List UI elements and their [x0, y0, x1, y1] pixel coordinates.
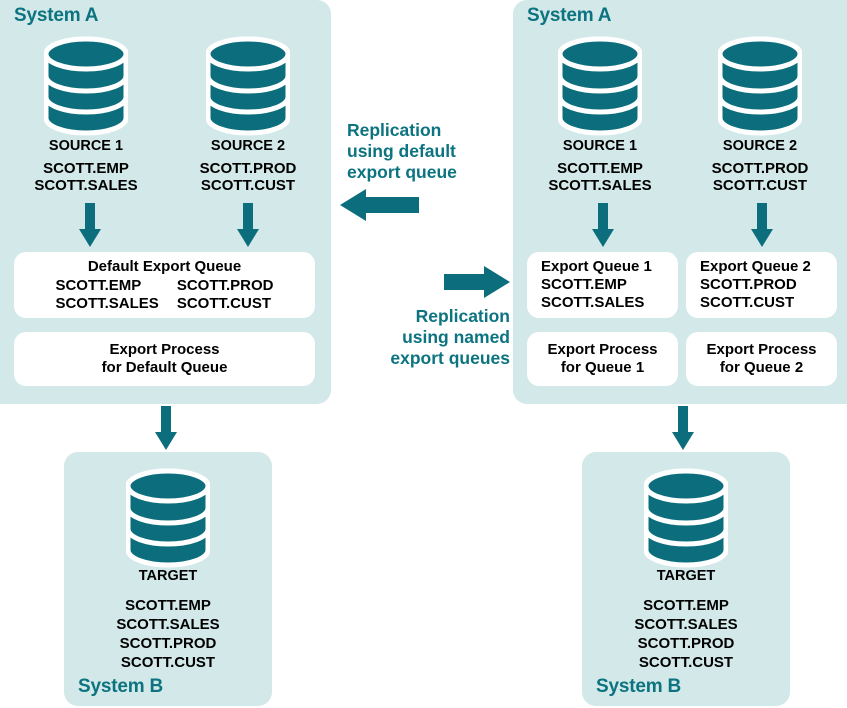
right-target-database-icon: [643, 468, 729, 568]
left-source-1-tables: SCOTT.EMP SCOTT.SALES: [34, 160, 138, 194]
left-target-database-icon: [125, 468, 211, 568]
left-export-process-line-2: for Default Queue: [101, 359, 228, 376]
right-target-tables: SCOTT.EMP SCOTT.SALES SCOTT.PROD SCOTT.C…: [634, 597, 738, 671]
left-source-2-database-icon: [205, 36, 291, 136]
right-export-queue-2-box: Export Queue 2 SCOTT.PROD SCOTT.CUST: [686, 252, 837, 318]
left-default-queue-col-2: SCOTT.PROD SCOTT.CUST: [176, 276, 274, 312]
left-export-process-line-1: Export Process: [109, 341, 220, 358]
left-system-b-label: System B: [78, 676, 163, 697]
left-arrow-process-to-system-b: [155, 406, 177, 450]
right-source-2-caption: SOURCE 2: [722, 138, 798, 154]
left-source-2-tables: SCOTT.PROD SCOTT.CUST: [199, 160, 297, 194]
right-arrow-source2-to-queue2: [751, 203, 773, 247]
right-source-2-tables: SCOTT.PROD SCOTT.CUST: [711, 160, 809, 194]
right-source-1-caption: SOURCE 1: [562, 138, 638, 154]
right-export-queue-1-tables: SCOTT.EMP SCOTT.SALES: [541, 276, 645, 311]
right-export-process-2-line-1: Export Process: [706, 341, 817, 358]
center-arrow-right: [444, 266, 510, 298]
left-export-process-box: Export Process for Default Queue: [14, 332, 315, 386]
center-label-named-queues: Replication using named export queues: [390, 306, 510, 368]
right-export-queue-1-title: Export Queue 1: [541, 258, 652, 275]
left-source-2-caption: SOURCE 2: [210, 138, 286, 154]
left-target-tables: SCOTT.EMP SCOTT.SALES SCOTT.PROD SCOTT.C…: [116, 597, 220, 671]
right-export-queue-2-title: Export Queue 2: [700, 258, 811, 275]
center-arrow-left: [340, 189, 419, 221]
right-export-process-1-line-2: for Queue 1: [560, 359, 645, 376]
left-source-1-database-icon: [43, 36, 129, 136]
right-system-b-label: System B: [596, 676, 681, 697]
right-export-process-2-box: Export Process for Queue 2: [686, 332, 837, 386]
left-target-caption: TARGET: [138, 568, 198, 584]
right-source-1-database-icon: [557, 36, 643, 136]
right-arrow-process-to-system-b: [672, 406, 694, 450]
right-target-caption: TARGET: [656, 568, 716, 584]
left-default-queue-col-1: SCOTT.EMP SCOTT.SALES: [55, 276, 159, 312]
right-export-process-1-line-1: Export Process: [547, 341, 658, 358]
right-source-1-tables: SCOTT.EMP SCOTT.SALES: [548, 160, 652, 194]
right-export-process-1-box: Export Process for Queue 1: [527, 332, 678, 386]
left-default-export-queue-box: Default Export Queue SCOTT.EMP SCOTT.SAL…: [14, 252, 315, 318]
right-system-a-label: System A: [527, 5, 612, 26]
right-export-process-2-line-2: for Queue 2: [719, 359, 804, 376]
left-arrow-source1-to-queue: [79, 203, 101, 247]
right-export-queue-2-tables: SCOTT.PROD SCOTT.CUST: [700, 276, 797, 311]
left-arrow-source2-to-queue: [237, 203, 259, 247]
right-source-2-database-icon: [717, 36, 803, 136]
right-arrow-source1-to-queue1: [592, 203, 614, 247]
left-system-a-label: System A: [14, 5, 99, 26]
left-source-1-caption: SOURCE 1: [48, 138, 124, 154]
left-default-export-queue-title: Default Export Queue: [87, 257, 242, 275]
center-label-default-queue: Replication using default export queue: [347, 120, 457, 182]
right-export-queue-1-box: Export Queue 1 SCOTT.EMP SCOTT.SALES: [527, 252, 678, 318]
